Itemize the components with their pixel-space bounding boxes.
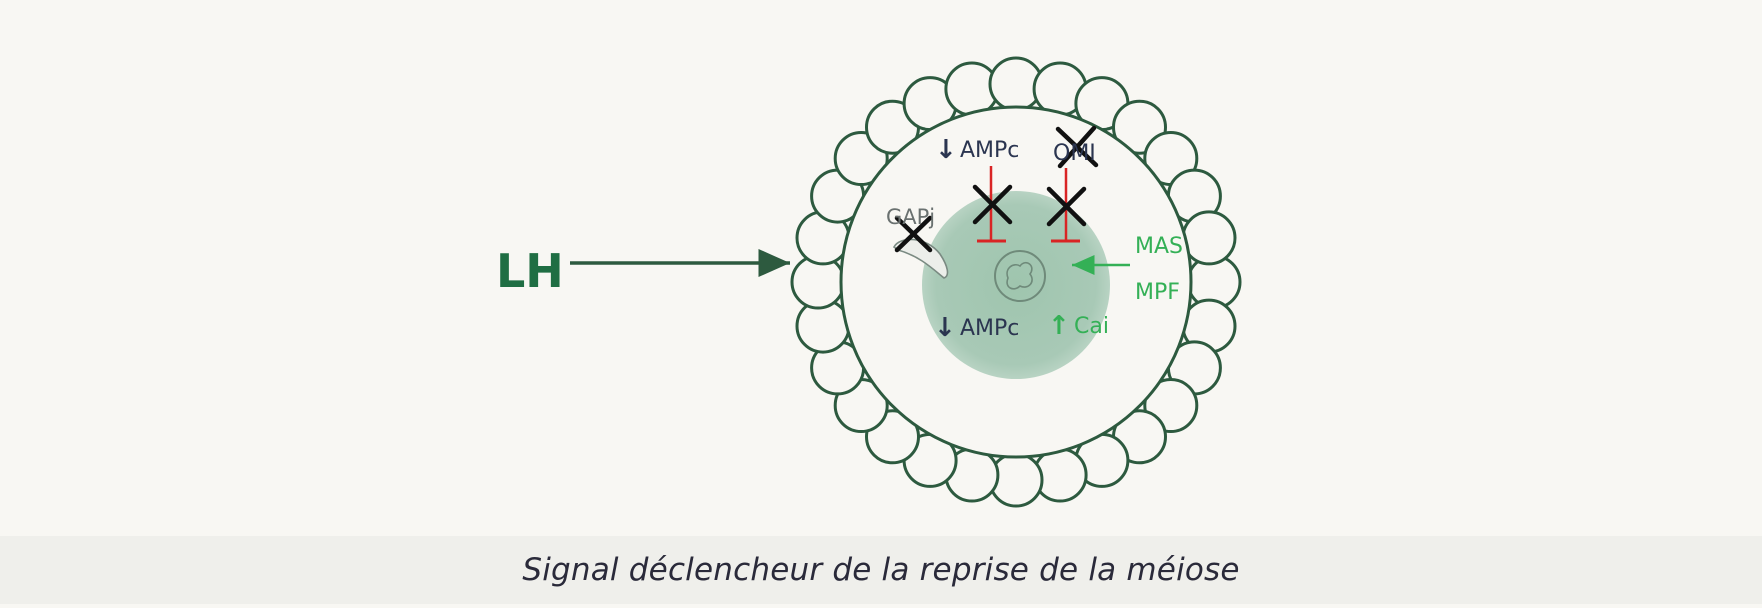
cross-mark-left — [972, 184, 1013, 225]
caption: Signal déclencheur de la reprise de la m… — [522, 552, 1240, 588]
cross-mark-right — [1046, 186, 1087, 227]
cai-label: Cai — [1074, 314, 1109, 339]
oocyte-circle — [922, 191, 1110, 379]
cross-mark-omi — [1055, 125, 1099, 169]
lh-label: LH — [496, 244, 564, 298]
gapj-label: GAPj — [886, 205, 935, 229]
omi-label: OMI — [1053, 141, 1096, 166]
follicle-diagram: LH ↓ AMPc OMI GAPj ↓ AMPc ↑ Cai MAS MPF — [496, 56, 1242, 508]
up-arrow-glyph: ↑ — [1048, 311, 1070, 341]
bottom-ampc-label: AMPc — [960, 316, 1019, 341]
top-ampc-label: AMPc — [960, 138, 1019, 163]
mas-label: MAS — [1135, 234, 1183, 259]
mpf-label: MPF — [1135, 280, 1180, 305]
down-arrow-glyph-bottom: ↓ — [934, 313, 956, 343]
gap-junction-projection — [892, 238, 949, 279]
granulosa-cells-ring — [790, 56, 1242, 508]
granulosa-cell — [1181, 210, 1237, 266]
caption-bar: Signal déclencheur de la reprise de la m… — [0, 536, 1762, 604]
cross-mark-gapj — [894, 215, 933, 253]
nucleus — [994, 250, 1046, 302]
down-arrow-glyph: ↓ — [935, 135, 957, 165]
